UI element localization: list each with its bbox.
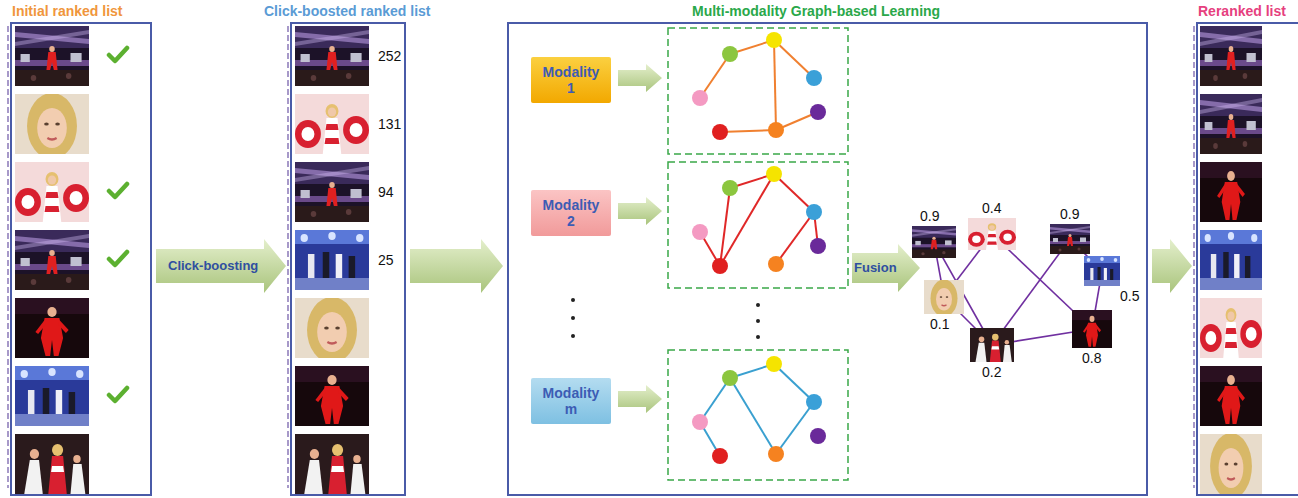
block-arrow	[156, 239, 286, 293]
list-panel: Initial ranked list	[10, 22, 152, 496]
fusion-label: Fusion	[852, 260, 899, 276]
block-arrow	[1152, 239, 1192, 293]
panel-heading: Click-boosted ranked list	[264, 3, 430, 20]
modality-graph	[692, 356, 826, 464]
score-label: 0.9	[1058, 206, 1081, 222]
score-label: 0.4	[980, 200, 1003, 216]
score-label: 0.5	[1118, 288, 1141, 304]
thumbnail-column	[1200, 26, 1262, 498]
modality-label: Modality 2	[539, 197, 603, 229]
click-count: 252	[376, 48, 403, 64]
graph-box	[668, 28, 848, 480]
thumbnail-column	[15, 26, 89, 494]
click-count: 25	[376, 252, 396, 268]
modality-box: Modality 2	[531, 190, 611, 236]
click-count: 94	[376, 184, 396, 200]
small-arrow	[618, 64, 662, 413]
fusion-arrow	[852, 244, 920, 292]
panel-heading: Reranked list	[1198, 3, 1286, 20]
ellipsis-dots	[571, 298, 760, 339]
modality-box: Modality m	[531, 378, 611, 424]
modality-box: Modality 1	[531, 57, 611, 103]
list-panel: Reranked list	[1196, 22, 1298, 496]
panel-heading: Multi-modality Graph-based Learning	[692, 3, 940, 20]
learning-panel: Multi-modality Graph-based LearningModal…	[507, 22, 1148, 496]
click-count: 131	[376, 116, 403, 132]
score-label: 0.2	[980, 364, 1003, 380]
modality-graph	[692, 32, 826, 140]
block-arrow	[410, 239, 503, 293]
modality-label: Modality m	[539, 385, 603, 417]
thumbnail-column	[295, 26, 369, 494]
arrow-label: Click-boosting	[168, 258, 258, 274]
check-mark	[109, 48, 127, 401]
list-direction	[8, 26, 1194, 488]
score-label: 0.8	[1080, 350, 1103, 366]
modality-graph	[692, 166, 826, 274]
fused-graph-images	[912, 218, 1120, 362]
panel-heading: Initial ranked list	[12, 3, 122, 20]
score-label: 0.9	[918, 208, 941, 224]
score-label: 0.1	[928, 316, 951, 332]
modality-label: Modality 1	[539, 64, 603, 96]
